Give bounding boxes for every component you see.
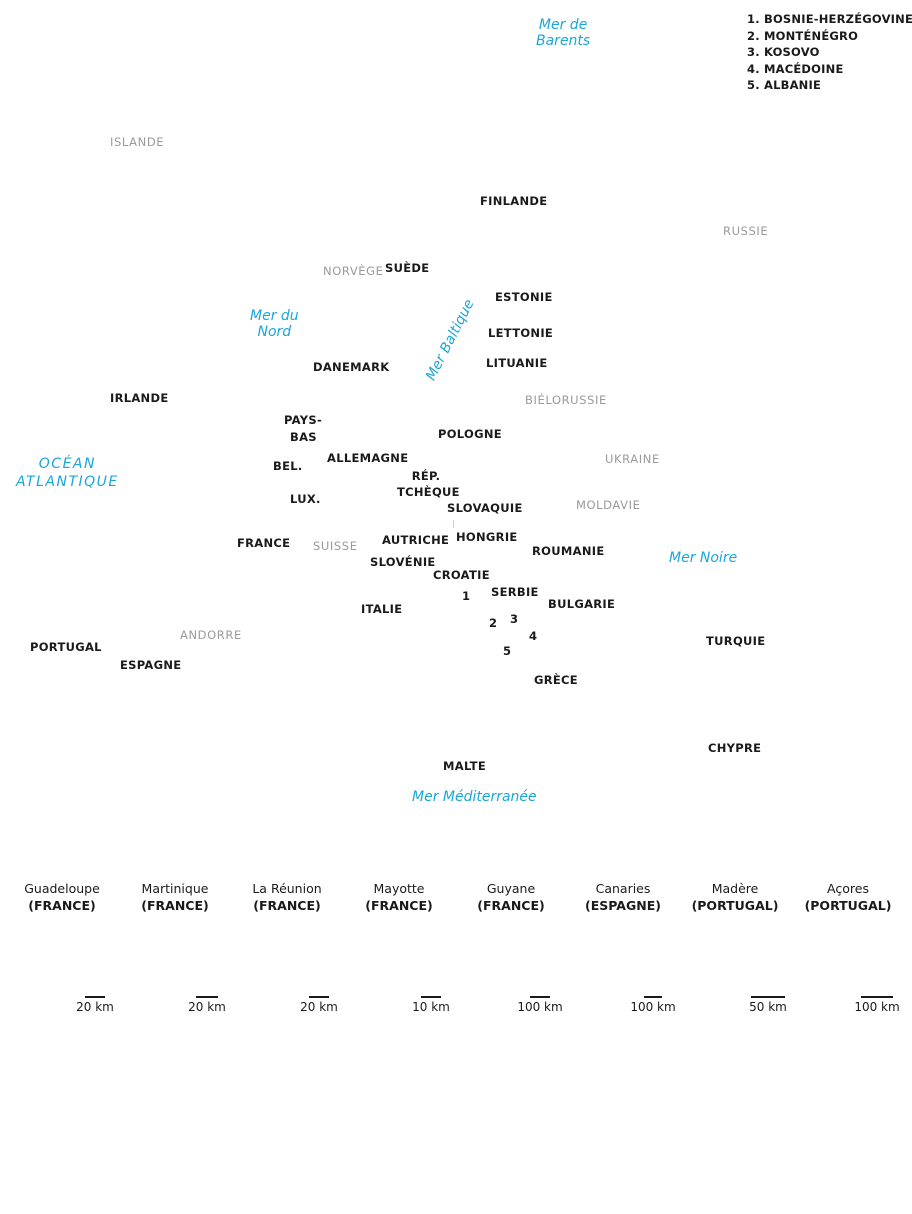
legend-item: 5. ALBANIE <box>747 78 822 93</box>
inset-label-acores: Açores (PORTUGAL) <box>804 881 892 913</box>
numbered-legend: 1. BOSNIE-HERZÉGOVINE 2. MONTÉNÉGRO 3. K… <box>747 11 912 94</box>
scale-bar-madere: 50 km <box>712 996 824 1015</box>
map-number-3: 3 <box>510 612 519 626</box>
country-label-lettonie: LETTONIE <box>488 326 554 340</box>
scale-bar-line <box>421 996 441 998</box>
country-label-andorre: ANDORRE <box>180 628 242 642</box>
country-label-slovenie: SLOVÉNIE <box>370 555 436 569</box>
ocean-label-atlantique: OCÉAN ATLANTIQUE <box>16 456 119 490</box>
country-label-suisse: SUISSE <box>313 539 358 553</box>
country-label-italie: ITALIE <box>361 602 403 616</box>
scale-bar-line <box>196 996 218 998</box>
country-label-pays-bas: PAYS- BAS <box>284 413 323 444</box>
sea-label-mediterranee: Mer Méditerranée <box>412 789 537 805</box>
inset-label-canaries: Canaries (ESPAGNE) <box>585 881 661 913</box>
country-label-bielorussie: BIÉLORUSSIE <box>525 393 607 407</box>
country-label-slovaquie: SLOVAQUIE <box>447 501 523 515</box>
country-label-grece: GRÈCE <box>534 673 578 687</box>
legend-item: 1. BOSNIE-HERZÉGOVINE <box>747 12 912 26</box>
country-label-russie: RUSSIE <box>723 224 769 238</box>
scale-bar-line <box>530 996 550 998</box>
country-label-allemagne: ALLEMAGNE <box>327 451 409 465</box>
country-label-finlande: FINLANDE <box>480 194 548 208</box>
map-number-2: 2 <box>489 616 498 630</box>
sea-label-nord: Mer du Nord <box>250 308 299 340</box>
scale-bar-line <box>751 996 785 998</box>
country-label-moldavie: MOLDAVIE <box>576 498 641 512</box>
map-number-5: 5 <box>503 644 512 658</box>
inset-label-guyane: Guyane (FRANCE) <box>477 881 545 913</box>
country-label-belgique: BEL. <box>273 459 303 473</box>
scale-bar-mayotte: 10 km <box>375 996 487 1015</box>
country-label-danemark: DANEMARK <box>313 360 390 374</box>
scale-bar-line <box>309 996 329 998</box>
scale-bar-acores: 100 km <box>821 996 912 1015</box>
inset-label-la-reunion: La Réunion (FRANCE) <box>252 881 322 913</box>
scale-bar-line <box>644 996 662 998</box>
scale-bar-line <box>861 996 893 998</box>
scale-bar-line <box>85 996 105 998</box>
country-label-portugal: PORTUGAL <box>30 640 102 654</box>
scale-bar-guyane: 100 km <box>484 996 596 1015</box>
country-label-estonie: ESTONIE <box>495 290 553 304</box>
inset-label-guadeloupe: Guadeloupe (FRANCE) <box>24 881 100 913</box>
country-label-croatie: CROATIE <box>433 568 490 582</box>
border-tick <box>453 520 454 528</box>
country-label-lituanie: LITUANIE <box>486 356 548 370</box>
country-label-serbie: SERBIE <box>491 585 539 599</box>
country-label-ukraine: UKRAINE <box>605 452 660 466</box>
map-number-4: 4 <box>529 629 538 643</box>
country-label-espagne: ESPAGNE <box>120 658 182 672</box>
country-label-bulgarie: BULGARIE <box>548 597 616 611</box>
inset-label-madere: Madère (PORTUGAL) <box>691 881 779 913</box>
scale-bar-la-reunion: 20 km <box>263 996 375 1015</box>
country-label-suede: SUÈDE <box>385 261 430 275</box>
inset-label-martinique: Martinique (FRANCE) <box>141 881 209 913</box>
country-label-hongrie: HONGRIE <box>456 530 518 544</box>
sea-label-baltique: Mer Baltique <box>423 296 478 384</box>
map-number-1: 1 <box>462 589 471 603</box>
country-label-autriche: AUTRICHE <box>382 533 450 547</box>
country-label-roumanie: ROUMANIE <box>532 544 605 558</box>
scale-bar-martinique: 20 km <box>151 996 263 1015</box>
sea-label-barents: Mer de Barents <box>536 17 591 49</box>
inset-label-mayotte: Mayotte (FRANCE) <box>365 881 433 913</box>
legend-item: 2. MONTÉNÉGRO <box>747 28 859 43</box>
country-label-rep-tcheque: RÉP. TCHÈQUE <box>397 469 460 499</box>
country-label-france: FRANCE <box>237 536 291 550</box>
legend-item: 4. MACÉDOINE <box>747 61 844 76</box>
country-label-norvege: NORVÈGE <box>323 264 384 278</box>
country-label-turquie: TURQUIE <box>706 634 766 648</box>
legend-item: 3. KOSOVO <box>747 45 820 60</box>
country-label-luxembourg: LUX. <box>290 492 321 506</box>
scale-bar-guadeloupe: 20 km <box>39 996 151 1015</box>
country-label-pologne: POLOGNE <box>438 427 502 441</box>
scale-bar-canaries: 100 km <box>597 996 709 1015</box>
country-label-chypre: CHYPRE <box>708 741 762 755</box>
country-label-islande: ISLANDE <box>110 135 165 149</box>
country-label-malte: MALTE <box>443 759 486 773</box>
country-label-irlande: IRLANDE <box>110 391 169 405</box>
sea-label-noire: Mer Noire <box>669 550 738 566</box>
